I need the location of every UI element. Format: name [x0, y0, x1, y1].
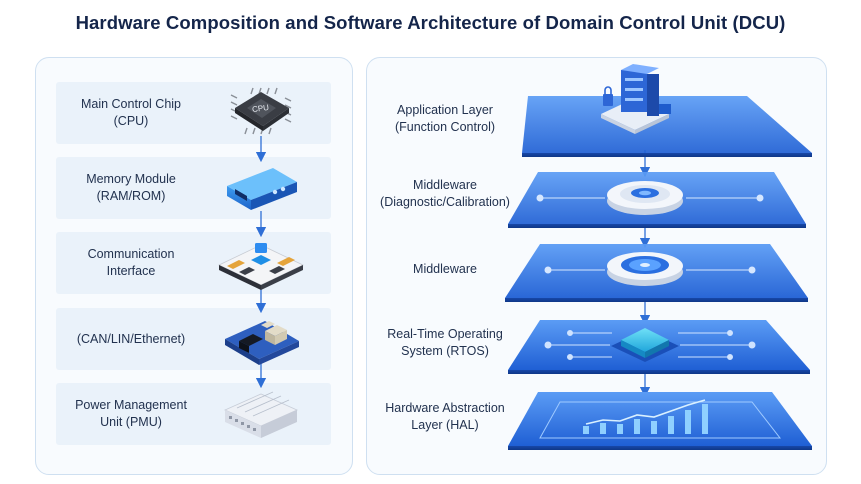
software-layer-hal	[508, 392, 812, 450]
software-layer-middleware	[505, 244, 808, 302]
layer-label-middleware-diag-line2: (Diagnostic/Calibration)	[380, 195, 510, 209]
chip-block-icon	[611, 328, 679, 362]
software-layer-rtos	[508, 320, 810, 374]
hardware-label-text: Memory Module (RAM/ROM)	[86, 172, 176, 203]
cpu-chip-icon: CPU	[230, 87, 292, 135]
circuit-board-icon	[218, 243, 304, 290]
layer-label-middleware: Middleware	[413, 262, 477, 276]
layer-label-rtos: Real-Time Operating	[387, 327, 503, 341]
hardware-label-text: Communication Interface	[87, 247, 175, 278]
layer-label-middleware-diag: Middleware	[413, 178, 477, 192]
layer-label-application-line2: (Function Control)	[395, 120, 495, 134]
layer-label-hal: Hardware Abstraction	[385, 401, 505, 415]
layer-label-rtos-line1: Real-Time Operating	[387, 327, 503, 341]
hardware-label-text: (CAN/LIN/Ethernet)	[76, 331, 186, 346]
layer-label-hal-sub: Layer (HAL)	[411, 418, 478, 432]
layer-label-hal-line2: Layer (HAL)	[411, 418, 478, 432]
bar-graph-icon	[583, 399, 708, 434]
layer-label-middleware-diag-sub: (Diagnostic/Calibration)	[380, 195, 510, 209]
hardware-label-memory: Memory Module (RAM/ROM)	[56, 157, 206, 219]
hardware-label-power: Power Management Unit (PMU)	[56, 383, 206, 445]
layer-label-rtos-sub: System (RTOS)	[401, 344, 489, 358]
layer-label-application: Application Layer	[397, 103, 493, 117]
software-layer-labels: Application Layer (Function Control) Mid…	[380, 103, 510, 432]
diagnostic-disc-icon	[607, 181, 683, 215]
layer-label-application-line1: Application Layer	[397, 103, 493, 117]
hardware-label-text: Power Management Unit (PMU)	[75, 398, 187, 429]
hardware-label-text: Main Control Chip (CPU)	[80, 97, 182, 128]
power-unit-icon	[224, 391, 298, 438]
layer-label-application-sub: (Function Control)	[395, 120, 495, 134]
software-layer-application	[522, 64, 812, 157]
cpu-chip-text: CPU	[252, 103, 270, 114]
memory-module-icon	[227, 168, 297, 210]
hardware-label-communication: Communication Interface	[56, 232, 206, 294]
layer-label-middleware-diag-line1: Middleware	[413, 178, 477, 192]
hardware-label-cpu: Main Control Chip (CPU)	[56, 82, 206, 144]
layer-label-rtos-line2: System (RTOS)	[401, 344, 489, 358]
network-module-icon	[225, 321, 299, 365]
hardware-label-network: (CAN/LIN/Ethernet)	[56, 308, 206, 370]
calibration-disc-icon	[607, 252, 683, 286]
layer-label-hal-line1: Hardware Abstraction	[385, 401, 505, 415]
page-title: Hardware Composition and Software Archit…	[75, 12, 786, 33]
layer-label-middleware-line1: Middleware	[413, 262, 477, 276]
server-stack-icon	[601, 64, 671, 134]
software-layer-middleware-diagnostic	[508, 172, 806, 228]
